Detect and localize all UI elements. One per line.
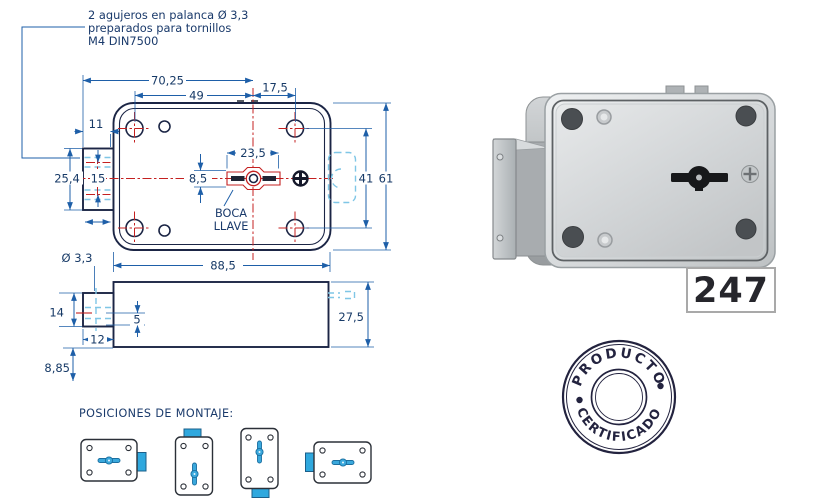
model-badge: 247	[686, 267, 776, 313]
dim-5: 5	[106, 301, 145, 337]
keyhole-icon	[331, 458, 355, 467]
model-badge-box	[686, 267, 776, 313]
screw-icon	[292, 170, 309, 187]
side-view: 14 5 12 27,5 8,85	[44, 281, 374, 382]
stamp-text-top: PRODUCTO	[569, 345, 666, 389]
dim-41: 41	[304, 128, 375, 229]
mounting-position-1	[80, 438, 147, 482]
photo-small-hole-center	[600, 113, 608, 121]
photo-corner-hole	[562, 226, 584, 248]
dim-15: 15	[90, 150, 106, 207]
stamp-dot	[657, 382, 664, 390]
annotation-leader-line	[21, 26, 85, 159]
keyway-label-line2: LLAVE	[214, 220, 249, 233]
crosshair-icon	[118, 112, 312, 245]
bolt-icon	[251, 488, 270, 498]
photo-screw-icon	[741, 165, 759, 183]
dim-label: 25,4	[54, 172, 80, 186]
dim-label: 14	[49, 306, 64, 320]
dim-61: 61	[333, 102, 395, 251]
side-body-outline	[112, 281, 330, 348]
front-view-dimensions: 70,25 49 17,5 11 25,4	[52, 74, 395, 291]
dim-label: 8,5	[189, 172, 207, 186]
dim-25-4: 25,4	[52, 148, 83, 211]
photo-face-ring	[551, 99, 769, 262]
photo-keyhole	[671, 166, 728, 191]
bracket-hole	[496, 234, 504, 242]
dim-14: 14	[49, 292, 82, 327]
mounting-title: POSICIONES DE MONTAJE:	[79, 407, 234, 420]
keyway	[226, 166, 281, 191]
photo-small-hole-center	[601, 236, 609, 244]
small-hole	[158, 224, 171, 237]
product-photo	[492, 85, 776, 269]
svg-text:PRODUCTO: PRODUCTO	[569, 345, 669, 389]
annotation-note: 2 agujeros en palanca Ø 3,3 preparados p…	[21, 8, 248, 159]
photo-corner-hole	[561, 108, 583, 130]
lock-body-inner-outline	[118, 107, 326, 246]
dim-label: Ø 3,3	[62, 251, 93, 265]
dim-70-25: 70,25	[82, 74, 254, 147]
dim-label: 12	[90, 333, 105, 347]
dim-label: 41	[359, 172, 374, 186]
keyhole-icon	[190, 462, 199, 486]
mounting-position-4	[305, 441, 372, 484]
keyhole-icon	[97, 456, 121, 465]
annotation-line3: M4 DIN7500	[88, 34, 158, 48]
dim-label: 5	[133, 313, 140, 327]
side-palanca-tab	[82, 292, 115, 328]
mounting-positions: POSICIONES DE MONTAJE:	[79, 407, 372, 498]
dim-8-85: 8,85	[44, 347, 113, 382]
keyway-label: BOCA LLAVE	[214, 189, 249, 233]
dim-label: 27,5	[338, 310, 364, 324]
dim-12: 12	[82, 329, 114, 347]
bracket-hole	[496, 153, 504, 161]
label-hole-diameter: Ø 3,3	[62, 251, 95, 291]
annotation-line2: preparados para tornillos	[88, 21, 231, 35]
dim-88-5: 88,5	[113, 252, 331, 273]
model-number: 247	[693, 271, 769, 311]
stamp-dot	[576, 396, 583, 404]
dim-23-5: 23,5	[226, 146, 279, 169]
dim-label: 8,85	[44, 361, 70, 375]
lock-body-outline	[112, 102, 332, 251]
dim-label: 49	[189, 89, 204, 103]
dim-49: 49	[134, 89, 254, 122]
mounting-position-3	[240, 427, 279, 498]
hidden-bolt-outline	[327, 151, 357, 204]
dim-11: 11	[74, 117, 119, 147]
dim-label: 23,5	[240, 146, 266, 160]
dim-17-5: 17,5	[252, 81, 296, 122]
certified-stamp-icon: PRODUCTO CERTIFICADO	[561, 339, 677, 455]
dim-8-5: 8,5	[184, 154, 226, 203]
small-hole	[158, 120, 171, 133]
mounting-position-2	[174, 428, 214, 496]
bolt-icon	[305, 452, 315, 472]
side-hidden-detail	[76, 288, 356, 331]
dim-27-5: 27,5	[331, 281, 374, 348]
dim-label: 15	[91, 172, 106, 186]
dim-label: 70,25	[151, 74, 184, 88]
photo-bracket	[492, 138, 551, 260]
dim-label: 88,5	[210, 259, 236, 273]
annotation-line1: 2 agujeros en palanca Ø 3,3	[88, 8, 248, 22]
dim-label: 61	[379, 172, 394, 186]
photo-corner-hole	[735, 105, 757, 127]
dim-label: 11	[89, 117, 104, 131]
dim-label: 17,5	[262, 81, 288, 95]
photo-corner-hole	[735, 218, 757, 240]
keyway-label-line1: BOCA	[215, 207, 247, 220]
bolt-icon	[136, 452, 147, 472]
photo-face-plate	[555, 103, 765, 258]
keyhole-icon	[255, 440, 264, 464]
